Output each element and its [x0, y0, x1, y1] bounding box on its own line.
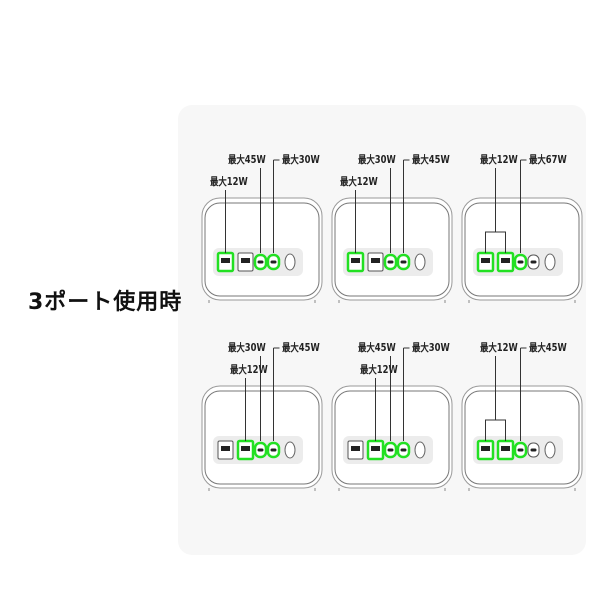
charger-diagram: 最大12W 最大45W 最大30W: [325, 328, 455, 508]
wattage-label: 最大45W: [281, 342, 320, 354]
wattage-label: 最大30W: [281, 154, 320, 166]
usb-c-slot: [257, 448, 264, 452]
usb-c-slot: [517, 260, 524, 264]
usb-c-slot: [400, 260, 407, 264]
usb-c-slot: [387, 448, 394, 452]
charger-diagram: 最大12W 最大30W 最大45W: [325, 140, 455, 320]
usb-a-slot: [221, 446, 230, 451]
usb-c-slot: [387, 260, 394, 264]
charger-diagram: 最大12W 最大30W 最大45W: [195, 328, 325, 508]
charger-illustration: [461, 347, 583, 491]
usb-a-slot: [481, 258, 490, 263]
wattage-label: 最大30W: [357, 154, 396, 166]
usb-a-slot: [221, 258, 230, 263]
usb-c-slot: [270, 448, 277, 452]
charger-diagram: 最大12W 最大45W: [455, 328, 585, 508]
usb-c-slot: [400, 448, 407, 452]
power-button-icon: [414, 253, 426, 271]
usb-c-slot: [517, 448, 524, 452]
usb-c-slot: [530, 448, 537, 452]
wattage-label: 最大12W: [209, 176, 248, 188]
wattage-label: 最大12W: [479, 342, 518, 354]
wattage-label: 最大45W: [528, 342, 567, 354]
wattage-label: 最大67W: [528, 154, 567, 166]
wattage-label: 最大12W: [339, 176, 378, 188]
usb-a-slot: [351, 258, 360, 263]
usb-a-slot: [371, 258, 380, 263]
charger-illustration: [201, 347, 323, 491]
charger-illustration: [201, 159, 323, 303]
wattage-label: 最大45W: [227, 154, 266, 166]
wattage-label: 最大12W: [229, 364, 268, 376]
charger-illustration: [461, 159, 583, 303]
usb-a-slot: [481, 446, 490, 451]
charger-diagram: 最大12W 最大67W: [455, 140, 585, 320]
bracket-line: [485, 356, 506, 441]
charger-illustration: [331, 159, 453, 303]
charger-diagram: 最大12W 最大45W 最大30W: [195, 140, 325, 320]
wattage-label: 最大12W: [479, 154, 518, 166]
usb-c-slot: [257, 260, 264, 264]
power-button-icon: [284, 253, 296, 271]
usb-a-slot: [241, 258, 250, 263]
charger-illustration: [331, 347, 453, 491]
usb-a-slot: [241, 446, 250, 451]
usb-a-slot: [501, 446, 510, 451]
power-button-icon: [544, 253, 556, 271]
wattage-label: 最大12W: [359, 364, 398, 376]
bracket-line: [485, 168, 506, 253]
wattage-label: 最大30W: [411, 342, 450, 354]
wattage-label: 最大45W: [411, 154, 450, 166]
power-button-icon: [544, 441, 556, 459]
usb-a-slot: [501, 258, 510, 263]
usb-c-slot: [530, 260, 537, 264]
wattage-label: 最大30W: [227, 342, 266, 354]
section-title: 3ポート使用時: [28, 290, 183, 315]
usb-a-slot: [371, 446, 380, 451]
power-button-icon: [284, 441, 296, 459]
power-button-icon: [414, 441, 426, 459]
wattage-label: 最大45W: [357, 342, 396, 354]
usb-a-slot: [351, 446, 360, 451]
usb-c-slot: [270, 260, 277, 264]
